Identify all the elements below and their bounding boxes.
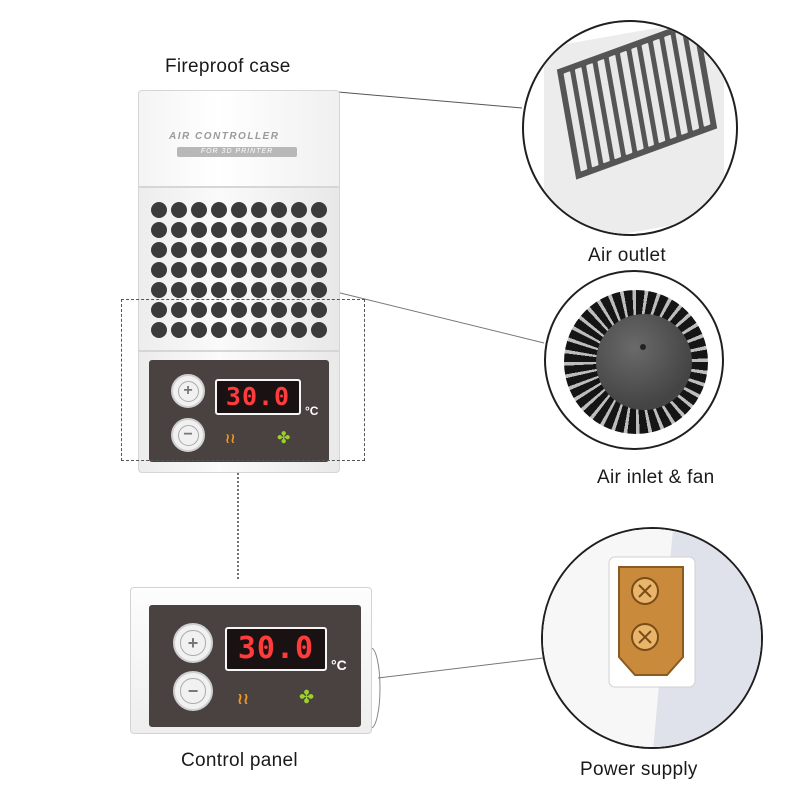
label-control-panel: Control panel (181, 750, 298, 771)
air-inlet-fan-closeup (544, 270, 724, 450)
power-connector-illustration (543, 529, 761, 747)
control-panel-face: + − 30.0 °C ≀≀ ✤ (149, 360, 329, 462)
control-panel-face-large: + − 30.0 °C ≀≀ ✤ (149, 605, 361, 727)
device-top-case: AIR CONTROLLER FOR 3D PRINTER (138, 90, 340, 187)
fan-icon-large: ✤ (299, 687, 315, 707)
device-vent-grille (138, 187, 340, 351)
plus-icon-large: + (180, 630, 206, 656)
minus-button[interactable]: − (171, 418, 205, 452)
highlight-dashed-box (121, 299, 365, 461)
celsius-unit-large: °C (331, 657, 347, 673)
celsius-unit: °C (305, 404, 319, 418)
plus-button-large[interactable]: + (173, 623, 213, 663)
plus-button[interactable]: + (171, 374, 205, 408)
power-supply-closeup (541, 527, 763, 749)
label-air-inlet-fan: Air inlet & fan (597, 467, 715, 488)
temperature-display: 30.0 (215, 379, 301, 415)
minus-icon-large: − (180, 678, 206, 704)
minus-icon: − (177, 424, 199, 446)
line-grille-to-fan (319, 287, 545, 344)
line-side-to-power (377, 657, 544, 679)
fan-icon: ✤ (277, 430, 291, 447)
heat-icon: ≀≀ (225, 430, 236, 446)
plus-icon: + (177, 380, 199, 402)
temperature-display-large: 30.0 (225, 627, 327, 671)
brand-subtext: FOR 3D PRINTER (177, 147, 297, 157)
minus-button-large[interactable]: − (173, 671, 213, 711)
device-control-section: + − 30.0 °C ≀≀ ✤ (138, 351, 340, 473)
air-outlet-closeup (522, 20, 738, 236)
heat-icon-large: ≀≀ (237, 691, 249, 708)
fan-hub (596, 314, 692, 410)
label-air-outlet: Air outlet (588, 245, 666, 266)
brand-text: AIR CONTROLLER (169, 131, 280, 142)
line-case-to-outlet (337, 91, 523, 109)
control-panel-closeup: + − 30.0 °C ≀≀ ✤ (130, 587, 372, 734)
vent-holes (151, 202, 329, 341)
label-power-supply: Power supply (580, 759, 698, 780)
label-fireproof-case: Fireproof case (165, 56, 291, 77)
